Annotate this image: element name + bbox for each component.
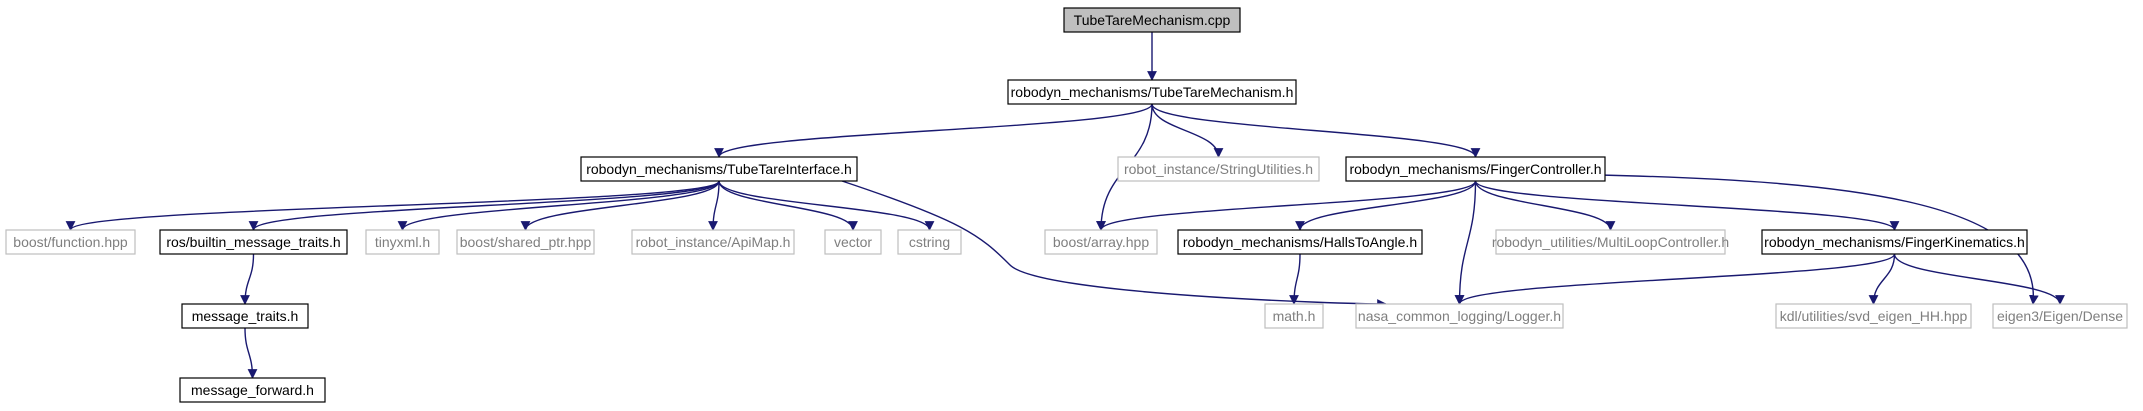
edge-tti_h-to-apimap	[708, 180, 720, 231]
edge-tti_h-to-sharedptr	[520, 180, 720, 231]
node-sharedptr: boost/shared_ptr.hpp	[456, 229, 595, 255]
node-cstring: cstring	[897, 229, 962, 255]
edge-tti_h-to-ros_bmt	[248, 180, 720, 231]
node-label: robot_instance/ApiMap.h	[636, 234, 791, 250]
node-label: boost/function.hpp	[13, 234, 128, 250]
node-tinyxml: tinyxml.h	[365, 229, 440, 255]
node-ros_bmt[interactable]: ros/builtin_message_traits.h	[159, 229, 348, 255]
node-label: math.h	[1273, 308, 1316, 324]
node-label: robodyn_mechanisms/HallsToAngle.h	[1183, 234, 1417, 250]
node-box	[1063, 7, 1241, 33]
node-label: cstring	[909, 234, 950, 250]
edge-fk_h-to-svd	[1868, 253, 1896, 305]
node-box	[631, 229, 795, 255]
node-box	[1007, 79, 1297, 105]
edge-fc_h-to-fk_h	[1474, 180, 1900, 231]
node-box	[159, 229, 348, 255]
edge-tti_h-to-logger	[841, 180, 1387, 309]
edge-halls-to-math	[1289, 253, 1301, 305]
node-array: boost/array.hpp	[1044, 229, 1158, 255]
node-label: eigen3/Eigen/Dense	[1997, 308, 2123, 324]
node-box	[179, 377, 326, 403]
node-apimap: robot_instance/ApiMap.h	[631, 229, 795, 255]
node-box	[1345, 156, 1606, 182]
node-label: kdl/utilities/svd_eigen_HH.hpp	[1780, 308, 1968, 324]
nodes-layer: TubeTareMechanism.cpp robodyn_mechanisms/…	[5, 7, 2128, 403]
node-halls[interactable]: robodyn_mechanisms/HallsToAngle.h	[1177, 229, 1423, 255]
node-label: ros/builtin_message_traits.h	[166, 234, 340, 250]
edge-ttm_h-to-strutil	[1151, 103, 1224, 158]
node-logger: nasa_common_logging/Logger.h	[1355, 303, 1564, 329]
node-label: message_forward.h	[191, 382, 314, 398]
node-tti_h[interactable]: robodyn_mechanisms/TubeTareInterface.h	[580, 156, 858, 182]
edges-layer	[65, 32, 2065, 379]
node-dense: eigen3/Eigen/Dense	[1992, 303, 2128, 329]
node-box	[181, 303, 309, 329]
node-box	[5, 229, 136, 255]
node-box	[1761, 229, 2028, 255]
node-label: boost/array.hpp	[1053, 234, 1149, 250]
edge-ros_bmt-to-msgtraits	[240, 253, 255, 305]
edge-fc_h-to-dense	[1599, 174, 2039, 305]
edge-fc_h-to-halls	[1295, 180, 1477, 231]
node-box	[897, 229, 962, 255]
edge-tti_h-to-function	[65, 180, 720, 231]
edge-ttm_h-to-tti_h	[714, 103, 1153, 158]
node-box	[580, 156, 858, 182]
node-box	[1775, 303, 1972, 329]
edge-fc_h-to-mlc	[1474, 180, 1616, 231]
node-fk_h[interactable]: robodyn_mechanisms/FingerKinematics.h	[1761, 229, 2028, 255]
node-fc_h[interactable]: robodyn_mechanisms/FingerController.h	[1345, 156, 1606, 182]
node-math: math.h	[1264, 303, 1324, 329]
node-label: message_traits.h	[192, 308, 299, 324]
node-ttm_h[interactable]: robodyn_mechanisms/TubeTareMechanism.h	[1007, 79, 1297, 105]
node-svd: kdl/utilities/svd_eigen_HH.hpp	[1775, 303, 1972, 329]
node-label: robodyn_mechanisms/FingerController.h	[1349, 161, 1601, 177]
node-box	[1044, 229, 1158, 255]
node-box	[1355, 303, 1564, 329]
node-label: boost/shared_ptr.hpp	[460, 234, 592, 250]
node-box	[1117, 156, 1320, 182]
node-vector: vector	[824, 229, 882, 255]
node-label: tinyxml.h	[375, 234, 430, 250]
node-strutil: robot_instance/StringUtilities.h	[1117, 156, 1320, 182]
edge-fc_h-to-logger	[1454, 180, 1477, 305]
node-mlc: robodyn_utilities/MultiLoopController.h	[1492, 229, 1729, 255]
node-box	[824, 229, 882, 255]
node-box	[1992, 303, 2128, 329]
node-box	[365, 229, 440, 255]
edge-fk_h-to-logger	[1454, 253, 1896, 305]
edge-tti_h-to-tinyxml	[397, 180, 720, 231]
edge-tti_h-to-vector	[718, 180, 858, 231]
node-box	[1264, 303, 1324, 329]
node-label: vector	[834, 234, 872, 250]
node-root: TubeTareMechanism.cpp	[1063, 7, 1241, 33]
edge-msgtraits-to-msgfwd	[244, 327, 258, 379]
node-label: robot_instance/StringUtilities.h	[1124, 161, 1313, 177]
node-label: TubeTareMechanism.cpp	[1074, 12, 1231, 28]
edge-tti_h-to-cstring	[718, 180, 935, 231]
node-box	[1495, 229, 1726, 255]
node-function: boost/function.hpp	[5, 229, 136, 255]
node-box	[1177, 229, 1423, 255]
edge-ttm_h-to-fc_h	[1151, 103, 1481, 158]
node-label: robodyn_mechanisms/FingerKinematics.h	[1764, 234, 2025, 250]
edge-fc_h-to-array	[1096, 180, 1477, 231]
edge-fk_h-to-dense	[1893, 253, 2065, 305]
node-label: robodyn_mechanisms/TubeTareInterface.h	[586, 161, 852, 177]
node-box	[456, 229, 595, 255]
node-label: nasa_common_logging/Logger.h	[1358, 308, 1561, 324]
node-label: robodyn_utilities/MultiLoopController.h	[1492, 234, 1729, 250]
node-msgfwd[interactable]: message_forward.h	[179, 377, 326, 403]
node-label: robodyn_mechanisms/TubeTareMechanism.h	[1011, 84, 1294, 100]
node-msgtraits[interactable]: message_traits.h	[181, 303, 309, 329]
